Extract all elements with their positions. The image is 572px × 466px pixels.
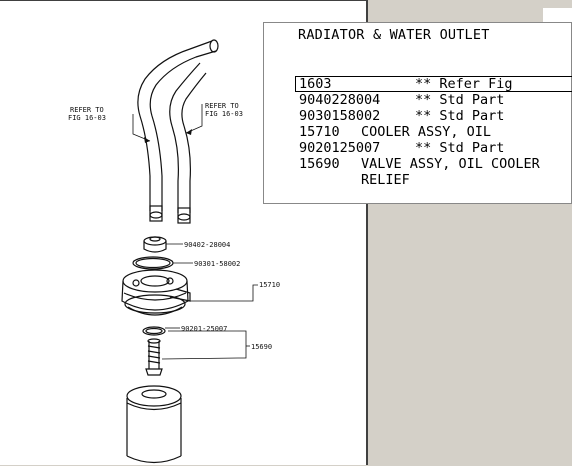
hose-left (137, 40, 213, 211)
part-number: 9020125007 (299, 140, 381, 156)
hose-right-inner (181, 72, 207, 213)
callout-refer-right-fig: FIG 16-03 (205, 110, 243, 118)
parts-row-15690-continued[interactable]: RELIEF (295, 172, 572, 188)
callout-15690[interactable]: 15690 (251, 343, 272, 351)
top-right-white-block (543, 8, 572, 22)
part-number: 1603 (299, 76, 332, 92)
callout-90402-28004[interactable]: 90402-28004 (184, 241, 230, 249)
part-number: 15690 (299, 156, 340, 172)
parts-row-9040228004[interactable]: 9040228004 ** Std Part (295, 92, 572, 108)
callout-90201-25007[interactable]: 90201-25007 (181, 325, 227, 333)
parts-row-9030158002[interactable]: 9030158002 ** Std Part (295, 108, 572, 124)
callout-15710[interactable]: 15710 (259, 281, 280, 289)
callout-refer-left-fig: FIG 16-03 (68, 114, 106, 122)
parts-row-1603[interactable]: 1603 ** Refer Fig (295, 76, 572, 92)
parts-list[interactable]: 1603 ** Refer Fig 9040228004 ** Std Part… (295, 76, 572, 188)
callout-90301-58002[interactable]: 90301-58002 (194, 260, 240, 268)
part-number: 9030158002 (299, 108, 381, 124)
panel-title: RADIATOR & WATER OUTLET (298, 27, 490, 43)
callout-refer-left: REFER TO (70, 106, 104, 114)
hose-left-inner (149, 50, 217, 211)
parts-row-9020125007[interactable]: 9020125007 ** Std Part (295, 140, 572, 156)
parts-row-15690[interactable]: 15690 VALVE ASSY, OIL COOLER (295, 156, 572, 172)
part-number: 15710 (299, 124, 340, 140)
part-description: COOLER ASSY, OIL (361, 124, 492, 140)
parts-row-15710[interactable]: 15710 COOLER ASSY, OIL (295, 124, 572, 140)
part-description: ** Refer Fig (415, 76, 513, 92)
exploded-view-drawing: REFER TO FIG 16-03 REFER TO FIG 16-03 90… (68, 39, 280, 464)
part-description: ** Std Part (415, 108, 505, 124)
part-description-line2: RELIEF (361, 172, 410, 188)
hose-right (169, 62, 201, 213)
part-description: ** Std Part (415, 140, 505, 156)
part-description: ** Std Part (415, 92, 505, 108)
part-number: 9040228004 (299, 92, 381, 108)
part-description: VALVE ASSY, OIL COOLER (361, 156, 540, 172)
parts-list-panel: RADIATOR & WATER OUTLET 1603 ** Refer Fi… (263, 22, 572, 204)
callout-refer-right: REFER TO (205, 102, 239, 110)
